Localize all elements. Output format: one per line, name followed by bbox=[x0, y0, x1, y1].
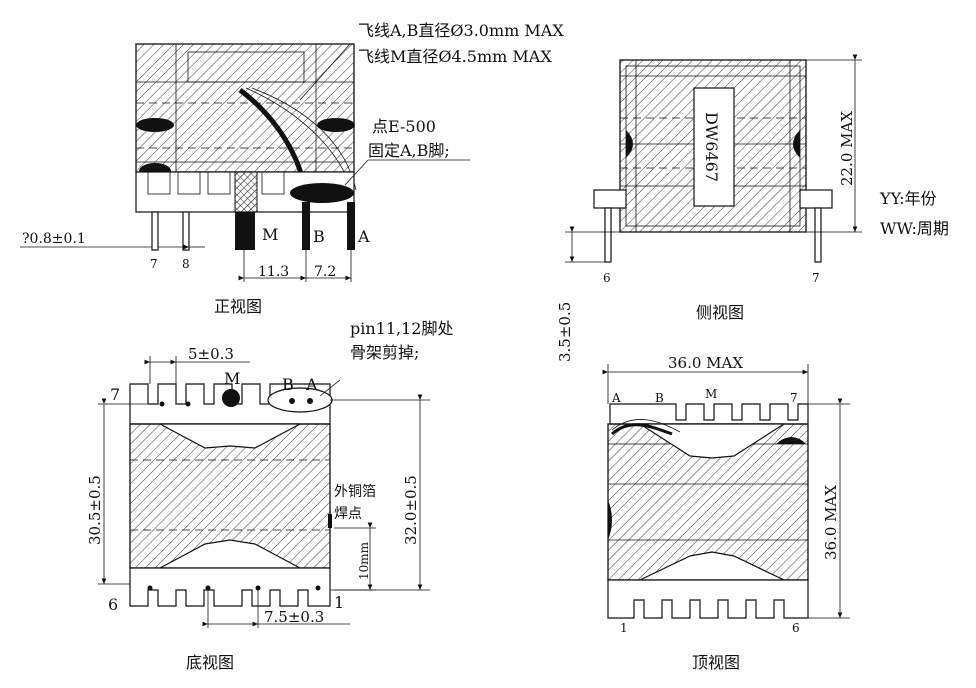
note-pins-removed-1: pin11,12脚处 bbox=[350, 319, 453, 338]
part-marking: DW6467 bbox=[702, 112, 721, 182]
side-pin-7: 7 bbox=[812, 271, 820, 285]
top-pin-m: M bbox=[705, 387, 717, 401]
dim-side-height: 22.0 MAX bbox=[838, 111, 856, 186]
note-week-code: WW:周期 bbox=[880, 219, 949, 238]
top-pin-6: 6 bbox=[792, 621, 800, 635]
dim-bottom-overall: 32.0±0.5 bbox=[402, 475, 420, 545]
bottom-pin-7: 7 bbox=[110, 385, 120, 404]
bottom-view bbox=[98, 356, 430, 628]
note-lead-m: 飞线M直径Ø4.5mm MAX bbox=[358, 47, 552, 66]
dim-bottom-pitch-2: 7.5±0.3 bbox=[264, 608, 324, 626]
top-pin-b: B bbox=[655, 391, 664, 405]
note-lead-ab: 飞线A,B直径Ø3.0mm MAX bbox=[358, 21, 564, 40]
bottom-pin-b: B bbox=[282, 375, 294, 394]
front-pin-b: B bbox=[313, 227, 325, 246]
side-view bbox=[565, 54, 862, 263]
dim-front-span-2: 7.2 bbox=[314, 264, 336, 280]
note-copper-foil-2: 焊点 bbox=[334, 506, 362, 522]
dim-bottom-10mm: 10mm bbox=[357, 541, 371, 580]
dim-bottom-height: 30.5±0.5 bbox=[86, 475, 104, 545]
dim-front-span-1: 11.3 bbox=[258, 264, 289, 280]
dim-top-height: 36.0 MAX bbox=[822, 485, 840, 560]
top-pin-1: 1 bbox=[620, 621, 628, 635]
bottom-pin-6: 6 bbox=[108, 595, 118, 614]
side-pin-6: 6 bbox=[603, 271, 611, 285]
view-title-side: 侧视图 bbox=[696, 303, 744, 322]
note-copper-foil-1: 外铜箔 bbox=[334, 484, 376, 500]
dim-side-pin-length: 3.5±0.5 bbox=[556, 302, 574, 362]
note-year-code: YY:年份 bbox=[879, 189, 937, 208]
top-view bbox=[602, 364, 850, 619]
front-pin-7: 7 bbox=[150, 257, 158, 271]
front-pin-8: 8 bbox=[182, 257, 190, 271]
note-fix-ab: 固定A,B脚; bbox=[368, 141, 450, 160]
view-title-bottom: 底视图 bbox=[186, 653, 234, 672]
top-pin-7: 7 bbox=[790, 391, 798, 405]
dim-pin-diameter: ?0.8±0.1 bbox=[22, 231, 86, 247]
note-pins-removed-2: 骨架剪掉; bbox=[350, 343, 419, 362]
note-glue-point: 点E-500 bbox=[372, 117, 436, 136]
top-pin-a: A bbox=[611, 391, 621, 405]
bottom-pin-a: A bbox=[305, 375, 318, 394]
dim-bottom-pitch: 5±0.3 bbox=[188, 345, 234, 363]
front-view bbox=[20, 43, 470, 282]
bottom-pin-m: M bbox=[224, 369, 240, 388]
bottom-pin-1: 1 bbox=[334, 593, 344, 612]
front-pin-m: M bbox=[262, 225, 278, 244]
front-pin-a: A bbox=[357, 227, 370, 246]
dim-top-width: 36.0 MAX bbox=[668, 354, 743, 372]
view-title-top: 顶视图 bbox=[692, 653, 740, 672]
view-title-front: 正视图 bbox=[214, 297, 262, 316]
